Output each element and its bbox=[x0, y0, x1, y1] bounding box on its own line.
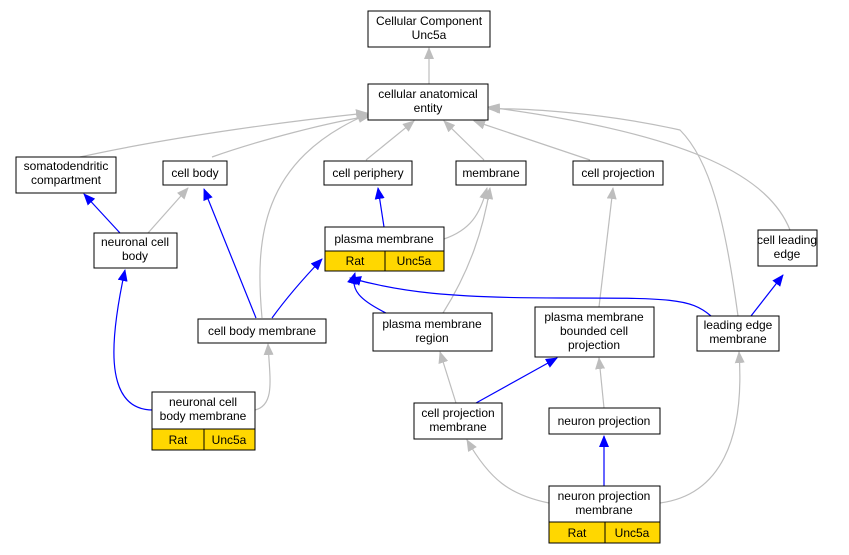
edge-lem-to-pm bbox=[349, 276, 712, 317]
edge-ncb-to-cellbody bbox=[147, 187, 189, 234]
node-leading-edge-membrane-line-2: membrane bbox=[709, 332, 767, 346]
node-leading-edge-membrane-line-1: leading edge bbox=[704, 318, 773, 332]
edge-ncbm-to-ncb bbox=[113, 269, 154, 411]
edge-pmr-to-membrane bbox=[442, 187, 494, 314]
node-cell-projection-membrane-line-1: cell projection bbox=[421, 406, 494, 420]
node-cell-body-membrane[interactable]: cell body membrane bbox=[197, 318, 327, 344]
node-membrane[interactable]: membrane bbox=[455, 160, 527, 186]
ncbm-annotation-gene: Unc5a bbox=[212, 433, 247, 447]
node-neuron-projection-membrane[interactable]: neuron projection membrane Rat Unc5a bbox=[548, 485, 661, 544]
ncbm-annotation-species: Rat bbox=[169, 433, 188, 447]
node-cell-projection[interactable]: cell projection bbox=[572, 160, 664, 186]
node-cell-leading-edge-line-2: edge bbox=[774, 247, 801, 261]
node-neuronal-cell-body-line-1: neuronal cell bbox=[101, 235, 169, 249]
node-leading-edge-membrane[interactable]: leading edge membrane bbox=[696, 315, 780, 352]
node-cellular-component-line-1: Cellular Component bbox=[376, 14, 483, 28]
edge-cpm-to-pmbcp bbox=[475, 357, 558, 404]
node-cell-body-membrane-label: cell body membrane bbox=[208, 324, 316, 338]
node-plasma-membrane-region-line-2: region bbox=[415, 331, 448, 345]
plasma-membrane-annotation-gene: Unc5a bbox=[397, 254, 432, 268]
node-cell-body-label: cell body bbox=[171, 166, 218, 180]
plasma-membrane-annotation-species: Rat bbox=[346, 254, 365, 268]
node-cell-periphery[interactable]: cell periphery bbox=[323, 160, 413, 186]
edge-np-to-pmbcp bbox=[595, 357, 606, 409]
npm-annotation-gene: Unc5a bbox=[615, 526, 650, 540]
node-cell-leading-edge[interactable]: cell leading edge bbox=[757, 229, 818, 267]
node-cell-projection-membrane-line-2: membrane bbox=[429, 420, 487, 434]
edge-npm-to-cpm bbox=[466, 439, 550, 504]
node-cellular-anatomical-entity-line-1: cellular anatomical bbox=[378, 87, 477, 101]
node-plasma-membrane-bounded-cell-projection[interactable]: plasma membrane bounded cell projection bbox=[534, 306, 655, 358]
edge-soma-to-cae bbox=[79, 109, 368, 158]
node-neuronal-cell-body-line-2: body bbox=[122, 249, 148, 263]
node-neuron-projection-label: neuron projection bbox=[558, 414, 651, 428]
node-cell-leading-edge-line-1: cell leading bbox=[757, 233, 817, 247]
npm-annotation-species: Rat bbox=[568, 526, 587, 540]
edge-cbm-to-cae bbox=[259, 113, 369, 319]
edge-lem-to-cle bbox=[750, 274, 784, 317]
edge-ncbm-to-cbm bbox=[254, 343, 274, 411]
edge-npm-to-lem bbox=[659, 351, 745, 504]
node-cellular-anatomical-entity-line-2: entity bbox=[414, 101, 443, 115]
node-neuronal-cell-body[interactable]: neuronal cell body bbox=[93, 232, 178, 269]
node-cell-projection-label: cell projection bbox=[581, 166, 654, 180]
edge-cpm-to-pmr bbox=[438, 351, 457, 404]
edge-cbm-to-cellbody bbox=[203, 188, 257, 319]
node-cellular-anatomical-entity[interactable]: cellular anatomical entity bbox=[367, 83, 489, 121]
node-somatodendritic-compartment-line-2: compartment bbox=[31, 173, 102, 187]
node-cell-projection-membrane[interactable]: cell projection membrane bbox=[413, 402, 503, 440]
node-cellular-component[interactable]: Cellular Component Unc5a bbox=[367, 10, 491, 48]
edge-ncb-to-soma bbox=[83, 193, 121, 234]
edge-pmbcp-to-cellproj bbox=[598, 187, 617, 308]
edge-cbm-to-pm bbox=[271, 258, 323, 319]
node-plasma-membrane-region[interactable]: plasma membrane region bbox=[372, 312, 493, 352]
node-cellular-component-line-2: Unc5a bbox=[412, 28, 447, 42]
node-neuronal-cell-body-membrane[interactable]: neuronal cell body membrane Rat Unc5a bbox=[151, 391, 256, 451]
node-cell-body[interactable]: cell body bbox=[162, 160, 228, 186]
node-ncbm-line-2: body membrane bbox=[160, 409, 247, 423]
edge-lem-to-cae bbox=[488, 103, 739, 317]
node-npm-line-2: membrane bbox=[575, 503, 633, 517]
edge-membrane-to-cae bbox=[443, 120, 485, 161]
node-pmbcp-line-1: plasma membrane bbox=[544, 310, 644, 324]
node-cell-periphery-label: cell periphery bbox=[332, 166, 403, 180]
node-plasma-membrane-label: plasma membrane bbox=[334, 232, 434, 246]
node-pmbcp-line-3: projection bbox=[568, 338, 620, 352]
node-somatodendritic-compartment[interactable]: somatodendritic compartment bbox=[15, 156, 117, 194]
edge-cellbody-to-cae bbox=[211, 112, 371, 158]
node-neuron-projection[interactable]: neuron projection bbox=[548, 407, 661, 435]
node-pmbcp-line-2: bounded cell bbox=[560, 324, 628, 338]
node-somatodendritic-compartment-line-1: somatodendritic bbox=[24, 159, 109, 173]
node-ncbm-line-1: neuronal cell bbox=[169, 395, 237, 409]
node-plasma-membrane[interactable]: plasma membrane Rat Unc5a bbox=[324, 226, 445, 272]
edge-cellproj-to-cae bbox=[473, 119, 591, 161]
edge-cle-to-cae bbox=[487, 103, 791, 231]
node-plasma-membrane-region-line-1: plasma membrane bbox=[382, 317, 482, 331]
node-npm-line-1: neuron projection bbox=[558, 489, 651, 503]
edge-periph-to-cae bbox=[365, 120, 415, 161]
edge-pmr-to-pm bbox=[347, 272, 387, 314]
edges bbox=[79, 47, 791, 504]
node-membrane-label: membrane bbox=[462, 166, 520, 180]
edge-pm-to-periph bbox=[374, 187, 385, 228]
